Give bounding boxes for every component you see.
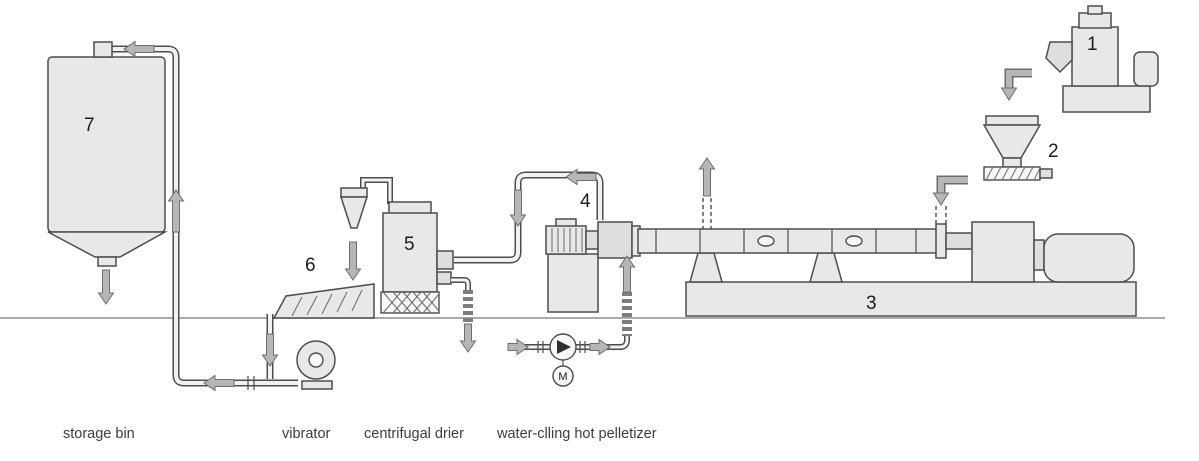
extruder-number: 3 bbox=[866, 293, 877, 314]
mixer-knob bbox=[1087, 5, 1103, 15]
extruder-shaft bbox=[945, 232, 973, 250]
blower-inlet bbox=[308, 352, 324, 368]
extruder-rear-flange bbox=[935, 223, 947, 259]
barrel-port-1 bbox=[757, 235, 775, 247]
arrow-transfer-down bbox=[509, 189, 527, 227]
mixer-side-tank bbox=[1133, 51, 1159, 87]
pelletizer-pedestal bbox=[547, 253, 599, 313]
extruder-barrel-flanges bbox=[655, 229, 917, 253]
extruder-base bbox=[685, 281, 1137, 317]
cyclone-cone bbox=[339, 196, 369, 229]
caption-storage-bin: storage bin bbox=[63, 426, 135, 442]
screw-feeder-hatch bbox=[985, 166, 1040, 181]
mixer-base bbox=[1062, 85, 1151, 113]
storage-bin-funnel bbox=[47, 231, 168, 258]
arrow-conveying-left bbox=[203, 374, 235, 392]
drier-base-hatch bbox=[382, 291, 440, 314]
mixer-body bbox=[1071, 26, 1119, 87]
storage-bin-top-port bbox=[93, 41, 113, 58]
screw-end-cap bbox=[1039, 168, 1053, 179]
drier-base bbox=[380, 291, 440, 314]
vibrator-body bbox=[272, 283, 375, 319]
storage-bin-body bbox=[47, 56, 166, 233]
arrow-pump-out-right bbox=[589, 338, 611, 356]
vibrator-number: 6 bbox=[305, 255, 316, 276]
pellet-transfer-pipe bbox=[454, 171, 604, 264]
barrel-port-2 bbox=[845, 235, 863, 247]
arrow-vent-up bbox=[698, 157, 716, 197]
mixer-number: 1 bbox=[1087, 34, 1098, 55]
arrow-feed-throat-bent bbox=[932, 175, 968, 206]
pump-motor bbox=[552, 365, 574, 387]
extruder-gearbox bbox=[971, 221, 1035, 283]
blower bbox=[296, 340, 336, 390]
pelletizer-number: 4 bbox=[580, 191, 591, 212]
caption-vibrator: vibrator bbox=[282, 426, 331, 442]
storage-bin-number: 7 bbox=[84, 115, 95, 136]
hopper-lid bbox=[985, 115, 1039, 126]
pelletizer: 4 bbox=[545, 191, 641, 313]
drier-cap bbox=[388, 201, 432, 215]
motor-coupling bbox=[1033, 239, 1045, 271]
arrow-transfer-left bbox=[565, 168, 597, 186]
cyclone-top bbox=[340, 187, 368, 198]
arrow-drain-down bbox=[459, 323, 477, 353]
blower-base bbox=[301, 380, 333, 390]
feed-hopper: 2 bbox=[982, 115, 1059, 181]
drier-body bbox=[382, 212, 438, 293]
pump-impeller-icon bbox=[557, 340, 571, 354]
pelletizer-motor bbox=[545, 225, 587, 255]
arrow-water-up bbox=[618, 255, 636, 293]
arrow-mixer-to-hopper-bent bbox=[1000, 68, 1032, 101]
storage-bin: 7 bbox=[47, 41, 168, 267]
vibrator: 6 bbox=[272, 255, 375, 319]
pelletizer-coupling bbox=[585, 230, 599, 250]
storage-bin-outlet bbox=[97, 256, 117, 267]
mixer: 1 bbox=[1045, 5, 1159, 113]
arrow-chute-down bbox=[261, 333, 279, 367]
drier-inlet-box bbox=[436, 250, 454, 270]
pelletizer-die-head bbox=[597, 221, 633, 259]
extruder-leg-2 bbox=[809, 252, 843, 283]
extruder: 3 bbox=[637, 198, 1137, 317]
arrow-bin-discharge-down bbox=[97, 269, 115, 305]
arrow-cyclone-down bbox=[344, 241, 362, 281]
mixer-chute bbox=[1045, 41, 1073, 74]
captions: storage bin vibrator centrifugal drier w… bbox=[63, 426, 657, 442]
hopper-neck bbox=[1002, 157, 1022, 168]
arrow-conveying-up bbox=[167, 189, 185, 233]
hopper-body bbox=[982, 124, 1042, 159]
mixer-top bbox=[1078, 12, 1112, 29]
arrow-into-bin-left bbox=[123, 40, 155, 58]
cyclone-separator bbox=[339, 177, 393, 229]
water-pump-assembly: M bbox=[512, 292, 632, 387]
pump-motor-label: M bbox=[558, 371, 567, 383]
extruder-motor bbox=[1043, 233, 1135, 283]
hopper-number: 2 bbox=[1048, 141, 1059, 162]
flow-arrows bbox=[97, 40, 1032, 392]
drier-outlet-box bbox=[436, 271, 452, 285]
extruder-leg-1 bbox=[689, 252, 723, 283]
arrow-pump-in-right bbox=[507, 338, 529, 356]
pelletizer-motor-fins bbox=[551, 228, 583, 252]
drier-number: 5 bbox=[404, 234, 415, 255]
caption-pelletizer: water-clling hot pelletizer bbox=[496, 426, 657, 442]
caption-centrifugal-drier: centrifugal drier bbox=[364, 426, 464, 442]
centrifugal-drier: 5 bbox=[380, 201, 473, 324]
